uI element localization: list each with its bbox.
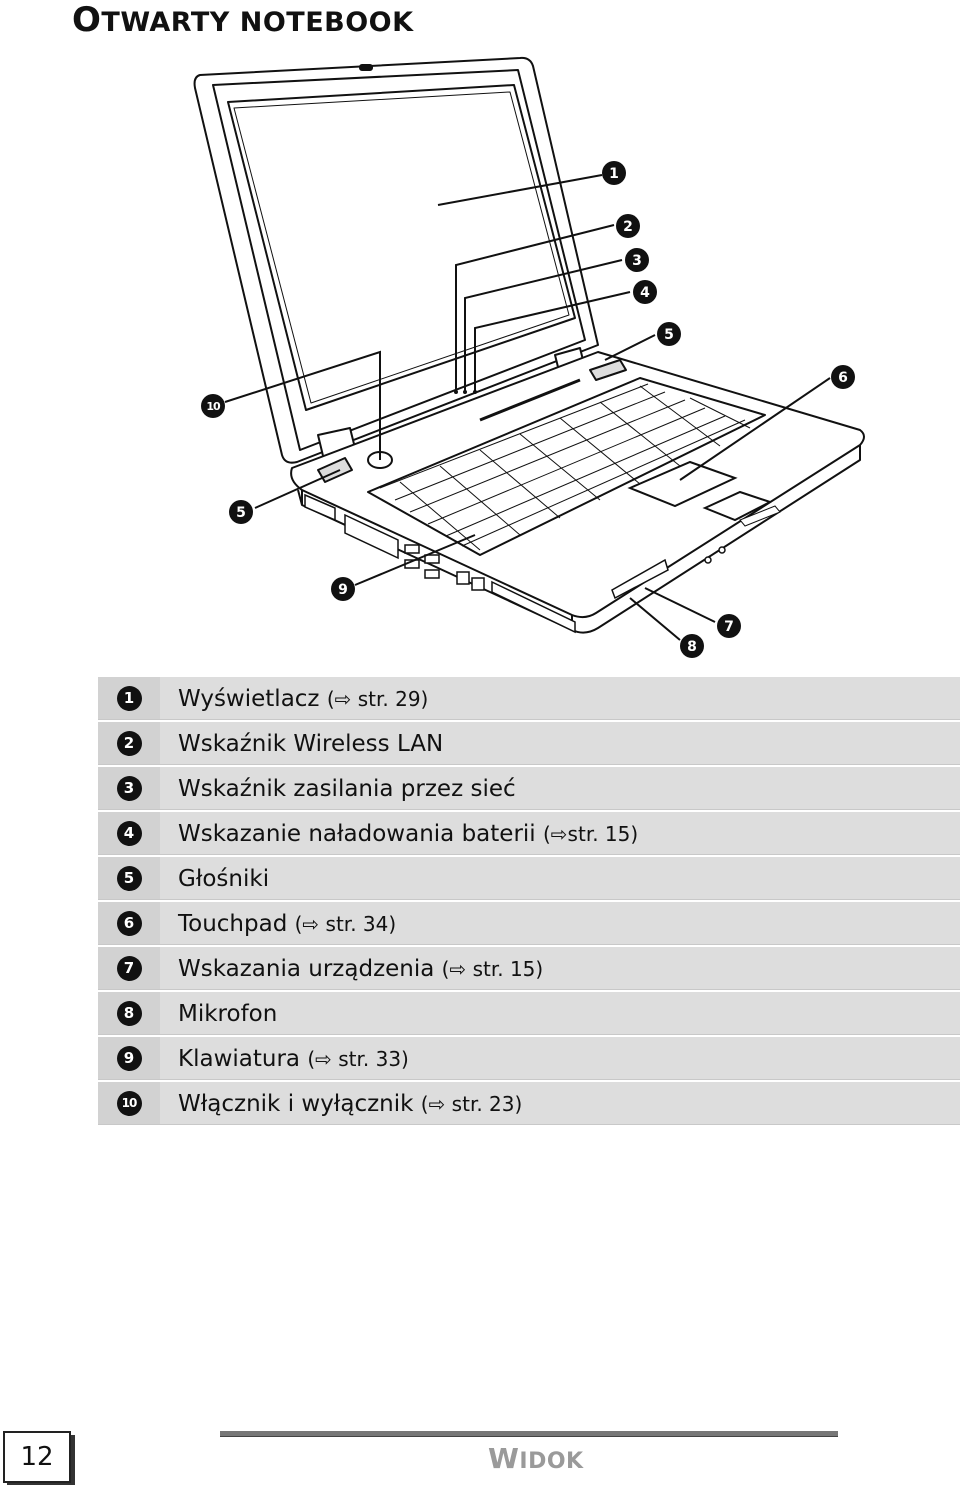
legend-text: Wskaźnik zasilania przez sieć (178, 776, 516, 802)
legend-number-badge: 1 (116, 685, 142, 711)
page-title: OTWARTY NOTEBOOK (72, 0, 414, 43)
callout-5-left (229, 500, 253, 524)
callout-5-right (657, 322, 681, 346)
legend-text: Klawiatura (178, 1046, 301, 1072)
callout-4-label: 4 (640, 285, 650, 301)
page-number: 12 (3, 1431, 71, 1483)
callout-7-label: 7 (724, 619, 734, 635)
legend-text: Wskaźnik Wireless LAN (178, 731, 444, 757)
legend-number-badge: 5 (116, 865, 142, 891)
legend-row: 1 Wyświetlacz (⇨ str. 29) (98, 677, 960, 720)
legend-row: 6 Touchpad (⇨ str. 34) (98, 902, 960, 945)
legend-row: 7 Wskazania urządzenia (⇨ str. 15) (98, 947, 960, 990)
callout-1 (602, 161, 626, 185)
legend-number-badge: 7 (116, 955, 142, 981)
page-reference: (⇨ str. 34) (294, 912, 397, 936)
callout-7 (717, 614, 741, 638)
legend-number-badge: 10 (116, 1090, 142, 1116)
section-name: WIDOK (488, 1442, 584, 1475)
page-reference: (⇨ str. 29) (326, 687, 429, 711)
legend-number-badge: 3 (116, 775, 142, 801)
callout-5-right-label: 5 (664, 327, 674, 343)
callout-9 (331, 577, 355, 601)
legend-number-badge: 6 (116, 910, 142, 936)
page-reference: (⇨ str. 33) (307, 1047, 409, 1071)
legend-row: 5 Głośniki (98, 857, 960, 900)
legend-number-badge: 9 (116, 1045, 142, 1071)
section-rest: IDOK (519, 1449, 584, 1474)
legend-row: 9 Klawiatura (⇨ str. 33) (98, 1037, 960, 1080)
legend-text: Wskazanie naładowania baterii (178, 821, 536, 847)
legend-text: Mikrofon (178, 1001, 278, 1027)
callout-2-label: 2 (623, 219, 633, 235)
page-reference: (⇨ str. 15) (441, 957, 544, 981)
title-initial: O (72, 0, 102, 40)
callout-4 (633, 280, 657, 304)
callout-8-label: 8 (687, 639, 697, 655)
legend-row: 10 Włącznik i wyłącznik (⇨ str. 23) (98, 1082, 960, 1125)
legend-text: Głośniki (178, 866, 270, 892)
callout-2 (616, 214, 640, 238)
callout-10 (201, 394, 225, 418)
page-reference: (⇨str. 15) (543, 822, 639, 846)
legend-text: Włącznik i wyłącznik (178, 1091, 414, 1117)
page-reference: (⇨ str. 23) (420, 1092, 523, 1116)
legend-text: Wyświetlacz (178, 686, 320, 712)
legend-text: Wskazania urządzenia (178, 956, 435, 982)
callout-3-label: 3 (632, 253, 642, 269)
callout-1-label: 1 (609, 166, 619, 182)
legend-text: Touchpad (178, 911, 288, 937)
callout-6-label: 6 (838, 370, 848, 386)
callout-8 (680, 634, 704, 658)
footer-divider (220, 1431, 838, 1437)
legend-row: 3 Wskaźnik zasilania przez sieć (98, 767, 960, 810)
callout-10-label: 10 (206, 400, 221, 413)
callout-6 (831, 365, 855, 389)
laptop-drawing: 1 2 3 4 5 6 7 8 9 10 5 (193, 56, 865, 658)
legend-row: 4 Wskazanie naładowania baterii (⇨str. 1… (98, 812, 960, 855)
callout-5-left-label: 5 (236, 505, 246, 521)
laptop-illustration: 1 2 3 4 5 6 7 8 9 10 5 (190, 55, 880, 665)
title-rest: TWARTY NOTEBOOK (101, 7, 414, 38)
legend-number-badge: 2 (116, 730, 142, 756)
legend-row: 8 Mikrofon (98, 992, 960, 1035)
callout-3 (625, 248, 649, 272)
legend-row: 2 Wskaźnik Wireless LAN (98, 722, 960, 765)
section-initial: W (488, 1442, 520, 1475)
callout-9-label: 9 (338, 582, 348, 598)
legend-table: 1 Wyświetlacz (⇨ str. 29) 2 Wskaźnik Wir… (98, 677, 960, 1127)
legend-number-badge: 4 (116, 820, 142, 846)
legend-number-badge: 8 (116, 1000, 142, 1026)
